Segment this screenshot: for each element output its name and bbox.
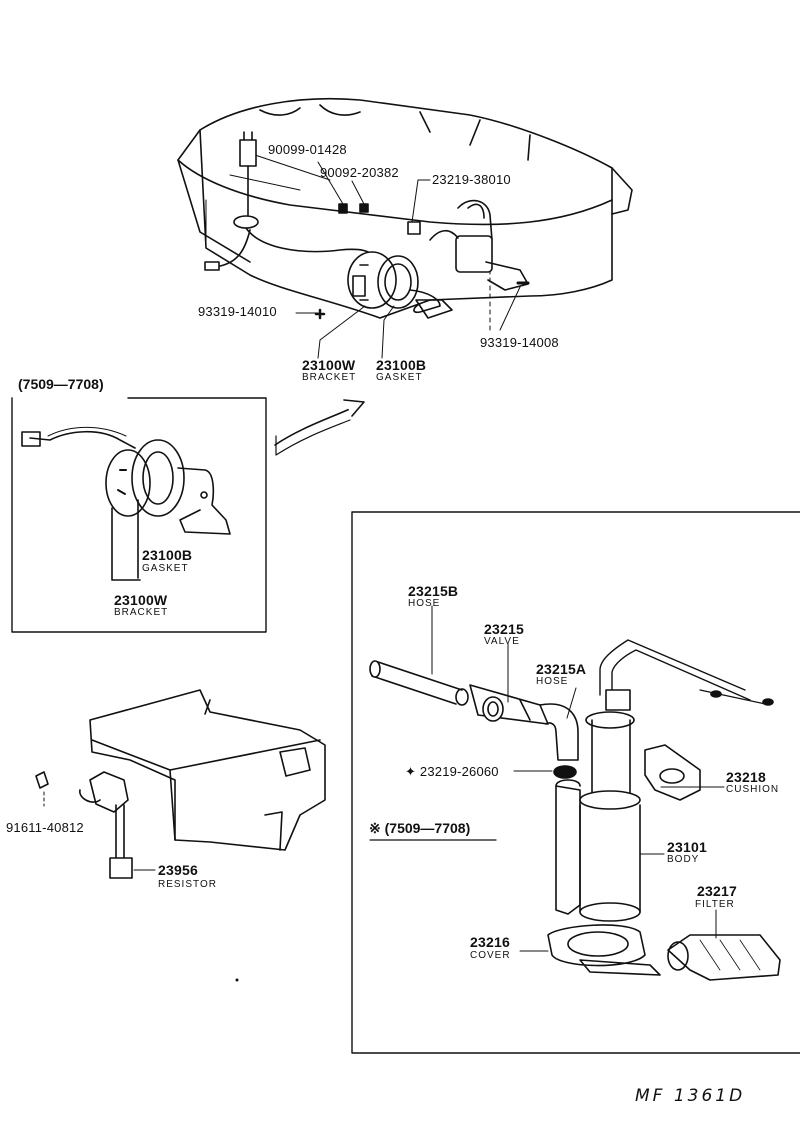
cushion-23218 <box>644 744 701 801</box>
callout-pump-6: 23216 <box>470 934 510 950</box>
callout-tank-3: 93319-14010 <box>198 304 277 319</box>
callout-pump-4: 23101 <box>667 839 707 855</box>
resistor-part <box>35 771 133 879</box>
callout-tank-5-name: BRACKET <box>302 372 357 383</box>
callout-tank-6: 23100B <box>376 357 427 373</box>
figure-reference: MF 1361D <box>635 1086 746 1106</box>
callout-tank-2: 23219-38010 <box>432 172 511 187</box>
pump-range-label: ※ (7509—7708) <box>369 820 471 836</box>
callout-resistor-1-name: RESISTOR <box>158 879 217 890</box>
pump-frame <box>351 511 800 1054</box>
sender-harness <box>204 131 381 271</box>
callout-resistor-0: 91611-40812 <box>6 820 84 835</box>
callout-resistor-1: 23956 <box>158 862 198 878</box>
callout-pump-5-name: FILTER <box>695 899 735 910</box>
hose-23215b <box>369 660 469 706</box>
callout-pump-0-name: HOSE <box>408 598 441 609</box>
callout-inset-1: 23100W <box>114 592 168 608</box>
callout-inset-0-name: GASKET <box>142 563 189 574</box>
callout-pump-6-name: COVER <box>470 950 511 961</box>
tank-bracket-gasket <box>347 251 453 319</box>
callout-pump-3: 23218 <box>726 769 766 785</box>
callout-pump-mark-part: ✦ 23219-26060 <box>405 764 499 779</box>
callout-pump-4-name: BODY <box>667 854 700 865</box>
inset-range-label: (7509—7708) <box>18 376 104 392</box>
callout-tank-0: 90099-01428 <box>268 142 347 157</box>
callout-tank-4: 93319-14008 <box>480 335 559 350</box>
callout-pump-0: 23215B <box>408 583 459 599</box>
filter-23217 <box>667 934 781 981</box>
inset-frame <box>11 397 267 633</box>
pointer-arrow <box>274 407 353 446</box>
clamp-and-tube <box>553 765 581 915</box>
pump-body-23101 <box>579 639 774 922</box>
callout-pump-2-name: HOSE <box>536 676 569 687</box>
tank-pump <box>407 199 529 291</box>
callout-pump-2: 23215A <box>536 661 587 677</box>
callout-inset-1-name: BRACKET <box>114 607 169 618</box>
tank-fasteners <box>314 203 530 320</box>
cover-23216 <box>547 924 661 976</box>
resistor-bracket <box>89 689 326 851</box>
fuel-tank <box>177 97 633 331</box>
callout-pump-1: 23215 <box>484 621 524 637</box>
callout-pump-5: 23217 <box>697 883 737 899</box>
callout-tank-1: 90092-20382 <box>320 165 399 180</box>
callout-tank-5: 23100W <box>302 357 356 373</box>
callout-pump-1-name: VALVE <box>484 636 520 647</box>
tank-leaders <box>295 161 521 359</box>
valve-23215 <box>469 684 549 725</box>
callout-inset-0: 23100B <box>142 547 193 563</box>
pump-leaders <box>431 605 725 952</box>
callout-tank-6-name: GASKET <box>376 372 423 383</box>
inset-bracket-assembly <box>21 426 231 581</box>
callout-pump-3-name: CUSHION <box>726 784 780 795</box>
hose-23215a <box>539 703 579 761</box>
